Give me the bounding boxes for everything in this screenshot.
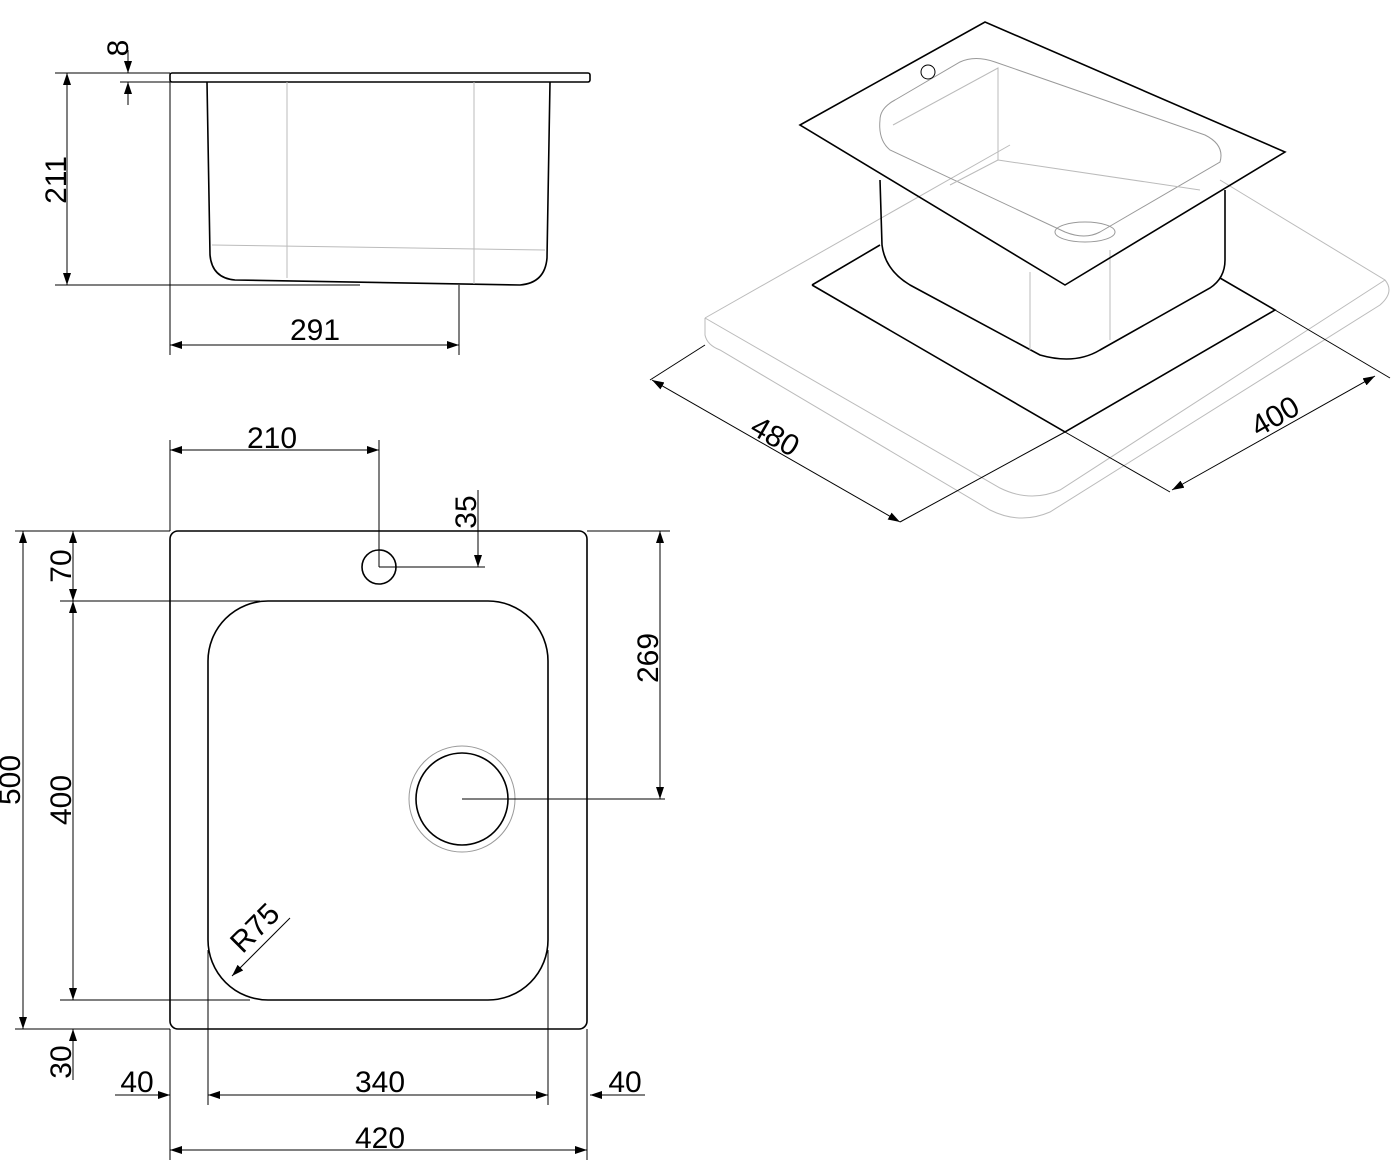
dim-height: 211 — [40, 156, 73, 204]
dim-tap-y: 35 — [450, 495, 483, 528]
dim-depth-width: 291 — [290, 314, 340, 347]
dim-corner-radius: R75 — [224, 897, 286, 959]
dim-bottom-margin: 30 — [45, 1045, 78, 1078]
plan-view: 210 35 70 400 500 30 269 40 340 40 420 R… — [0, 422, 670, 1160]
dim-right-margin: 40 — [608, 1066, 641, 1099]
dim-cutout-width: 400 — [1245, 390, 1305, 444]
dim-top-margin: 70 — [45, 549, 78, 582]
dim-left-margin: 40 — [120, 1066, 153, 1099]
dim-overall-width: 420 — [355, 1122, 405, 1155]
isometric-view: 480 400 — [649, 21, 1391, 523]
dim-bowl-length: 400 — [45, 775, 78, 825]
dim-bowl-width: 340 — [355, 1066, 405, 1099]
dim-rim: 8 — [102, 40, 135, 57]
dim-cutout-length: 480 — [745, 410, 805, 464]
dim-tap-x: 210 — [247, 422, 297, 455]
dim-overall-length: 500 — [0, 755, 27, 805]
dim-drain-offset: 269 — [632, 633, 665, 683]
side-view: 211 8 291 — [40, 40, 591, 355]
